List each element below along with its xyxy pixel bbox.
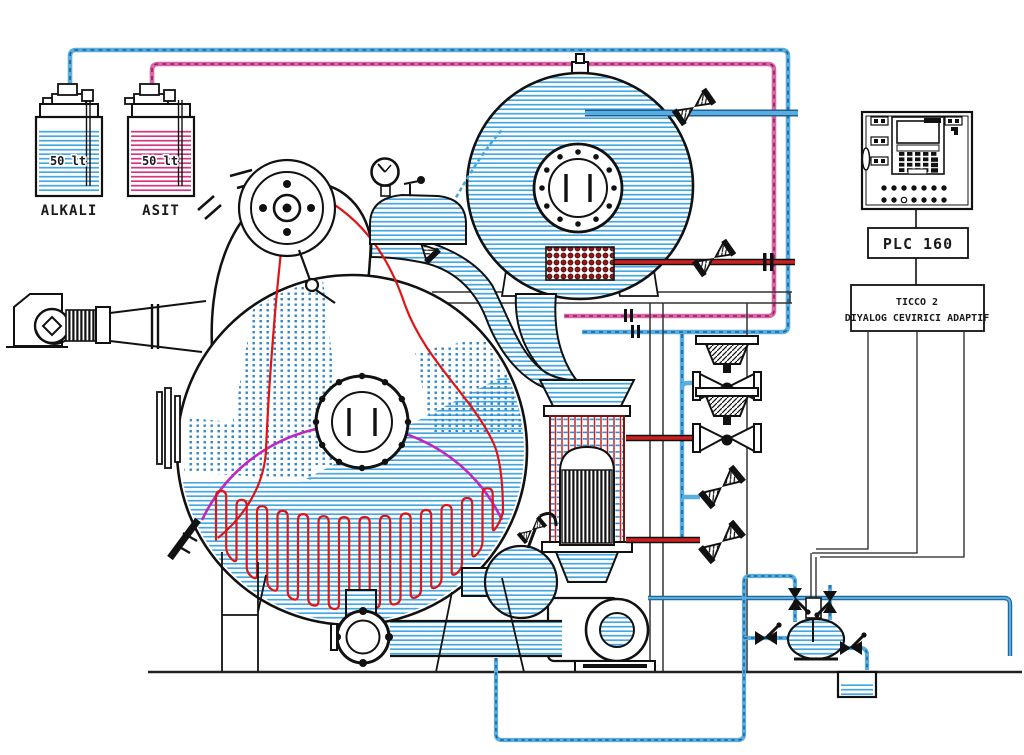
pressure-gauge xyxy=(370,157,400,197)
panel-handle xyxy=(861,147,871,171)
alkali-label: ALKALI xyxy=(41,203,98,219)
filter-pot xyxy=(461,512,559,620)
manual-valve-branch xyxy=(753,620,784,647)
asit-label: ASIT xyxy=(142,203,180,219)
spray-zone xyxy=(225,278,345,465)
manhole xyxy=(532,142,624,234)
hmi-screen xyxy=(896,120,940,144)
alkali-liquid xyxy=(39,129,99,193)
asit-tank: 50 lt ASIT xyxy=(124,83,196,219)
steam-coil xyxy=(545,246,615,281)
winch-reel xyxy=(237,158,337,304)
angle-valve-steam-lower xyxy=(698,520,746,564)
alkali-dosing-line xyxy=(67,47,791,338)
fabric-rope-left xyxy=(217,224,286,539)
alkali-tank: 50 lt ALKALI xyxy=(34,83,104,219)
angle-valve-tank-steam xyxy=(692,239,736,277)
sampling-pot xyxy=(786,597,846,661)
control-signal-lines xyxy=(810,331,965,598)
porthole-door xyxy=(312,372,412,472)
panel-symbol xyxy=(951,127,958,135)
valve-battery xyxy=(626,334,762,564)
vent-valve xyxy=(403,176,425,196)
alkali-capacity: 50 lt xyxy=(50,154,86,168)
side-flange-stack xyxy=(156,387,181,469)
tank-steam-line xyxy=(610,239,795,277)
main-dye-vessel xyxy=(175,158,529,627)
blower-motor xyxy=(65,309,99,342)
controller-box: TICCO 2 DIYALOG CEVIRICI ADAPTIF xyxy=(845,284,990,332)
angle-valve-water-feed xyxy=(672,88,716,126)
angle-valve-cooling xyxy=(698,465,746,509)
indicator-lights xyxy=(881,185,947,204)
hmi-unit xyxy=(891,116,945,175)
panel-switches xyxy=(870,116,963,166)
pump-motor xyxy=(559,445,615,546)
water-feed-pipe xyxy=(585,88,798,126)
plc-box: PLC 160 xyxy=(867,227,969,259)
saddle-tank xyxy=(369,157,467,245)
drain-basin xyxy=(836,670,878,699)
blower-fan xyxy=(6,293,207,353)
controller-line2: DIYALOG CEVIRICI ADAPTIF xyxy=(845,313,990,324)
heat-exchanger-assembly xyxy=(330,379,1013,673)
asit-dosing-line xyxy=(149,61,777,322)
asit-liquid xyxy=(131,129,191,193)
circulation-pump xyxy=(546,596,656,673)
addition-tank xyxy=(465,53,798,301)
suction-pipe xyxy=(390,619,562,658)
vessel-legs xyxy=(221,552,525,673)
controller-line1: TICCO 2 xyxy=(896,297,938,308)
lower-left-fitting xyxy=(167,517,201,561)
control-panel xyxy=(860,110,974,211)
sight-glass xyxy=(330,607,393,667)
plc-label: PLC 160 xyxy=(883,235,953,253)
asit-capacity: 50 lt xyxy=(142,154,178,168)
